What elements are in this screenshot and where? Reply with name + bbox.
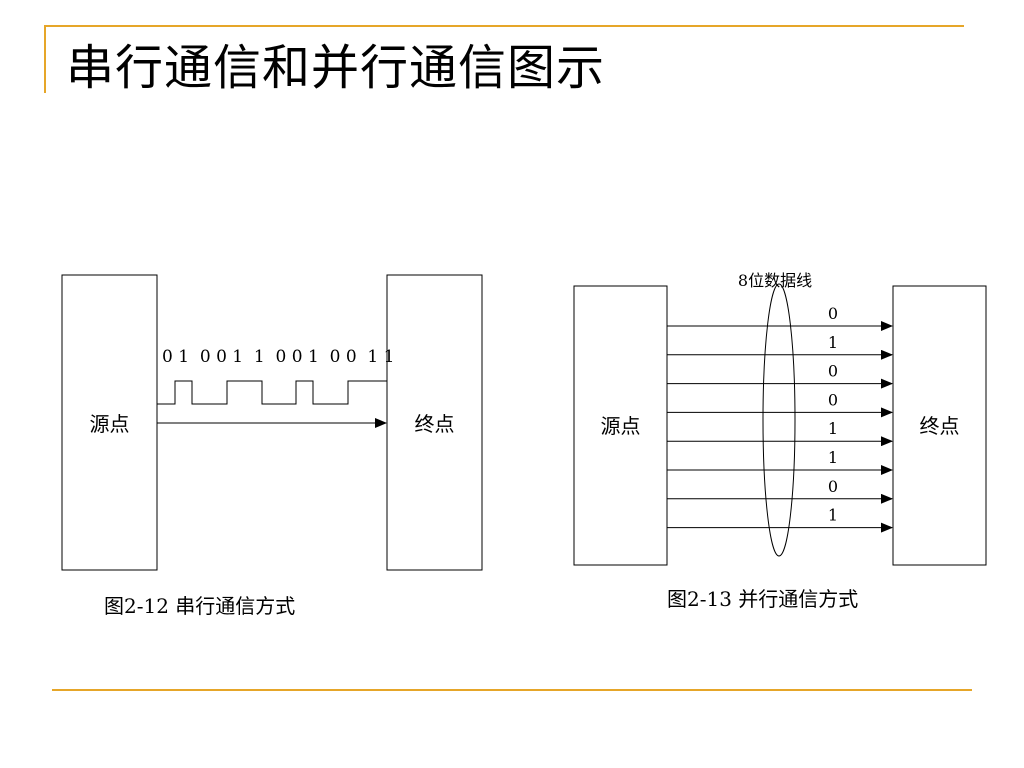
title-top-rule [44, 25, 964, 27]
parallel-bit-label-5: 1 [828, 448, 838, 467]
parallel-bit-label-1: 1 [828, 333, 838, 352]
parallel-source-label: 源点 [601, 414, 641, 438]
parallel-bit-label-0: 0 [828, 304, 838, 323]
parallel-diagram: 源点 终点 8位数据线 0 1 0 0 1 1 0 1 [573, 271, 987, 566]
serial-source-label: 源点 [90, 412, 130, 436]
serial-dest-box [386, 274, 483, 571]
parallel-dest-box [892, 285, 987, 566]
title-left-rule [44, 25, 46, 93]
parallel-bit-label-3: 0 [828, 390, 838, 409]
parallel-dest-label: 终点 [920, 414, 960, 438]
parallel-caption: 图2-13 并行通信方式 [667, 587, 859, 611]
footer-rule [52, 689, 972, 691]
serial-diagram: 源点 终点 0 1 0 0 1 1 0 0 1 0 0 1 1 [61, 274, 483, 571]
parallel-bit-label-4: 1 [828, 419, 838, 438]
parallel-bus-label: 8位数据线 [738, 271, 812, 290]
slide-title: 串行通信和并行通信图示 [66, 40, 606, 96]
serial-bit-string: 0 1 0 0 1 1 0 0 1 0 0 1 1 [162, 347, 394, 367]
parallel-bus-ellipse [762, 283, 796, 557]
parallel-source-box [573, 285, 668, 566]
parallel-bit-label-6: 0 [828, 477, 838, 496]
parallel-data-lines: 0 1 0 0 1 1 0 1 [667, 304, 893, 533]
serial-caption: 图2-12 串行通信方式 [104, 594, 296, 618]
serial-dest-label: 终点 [415, 412, 455, 436]
parallel-bit-label-7: 1 [828, 506, 838, 525]
serial-waveform [157, 380, 387, 405]
parallel-bit-label-2: 0 [828, 362, 838, 381]
